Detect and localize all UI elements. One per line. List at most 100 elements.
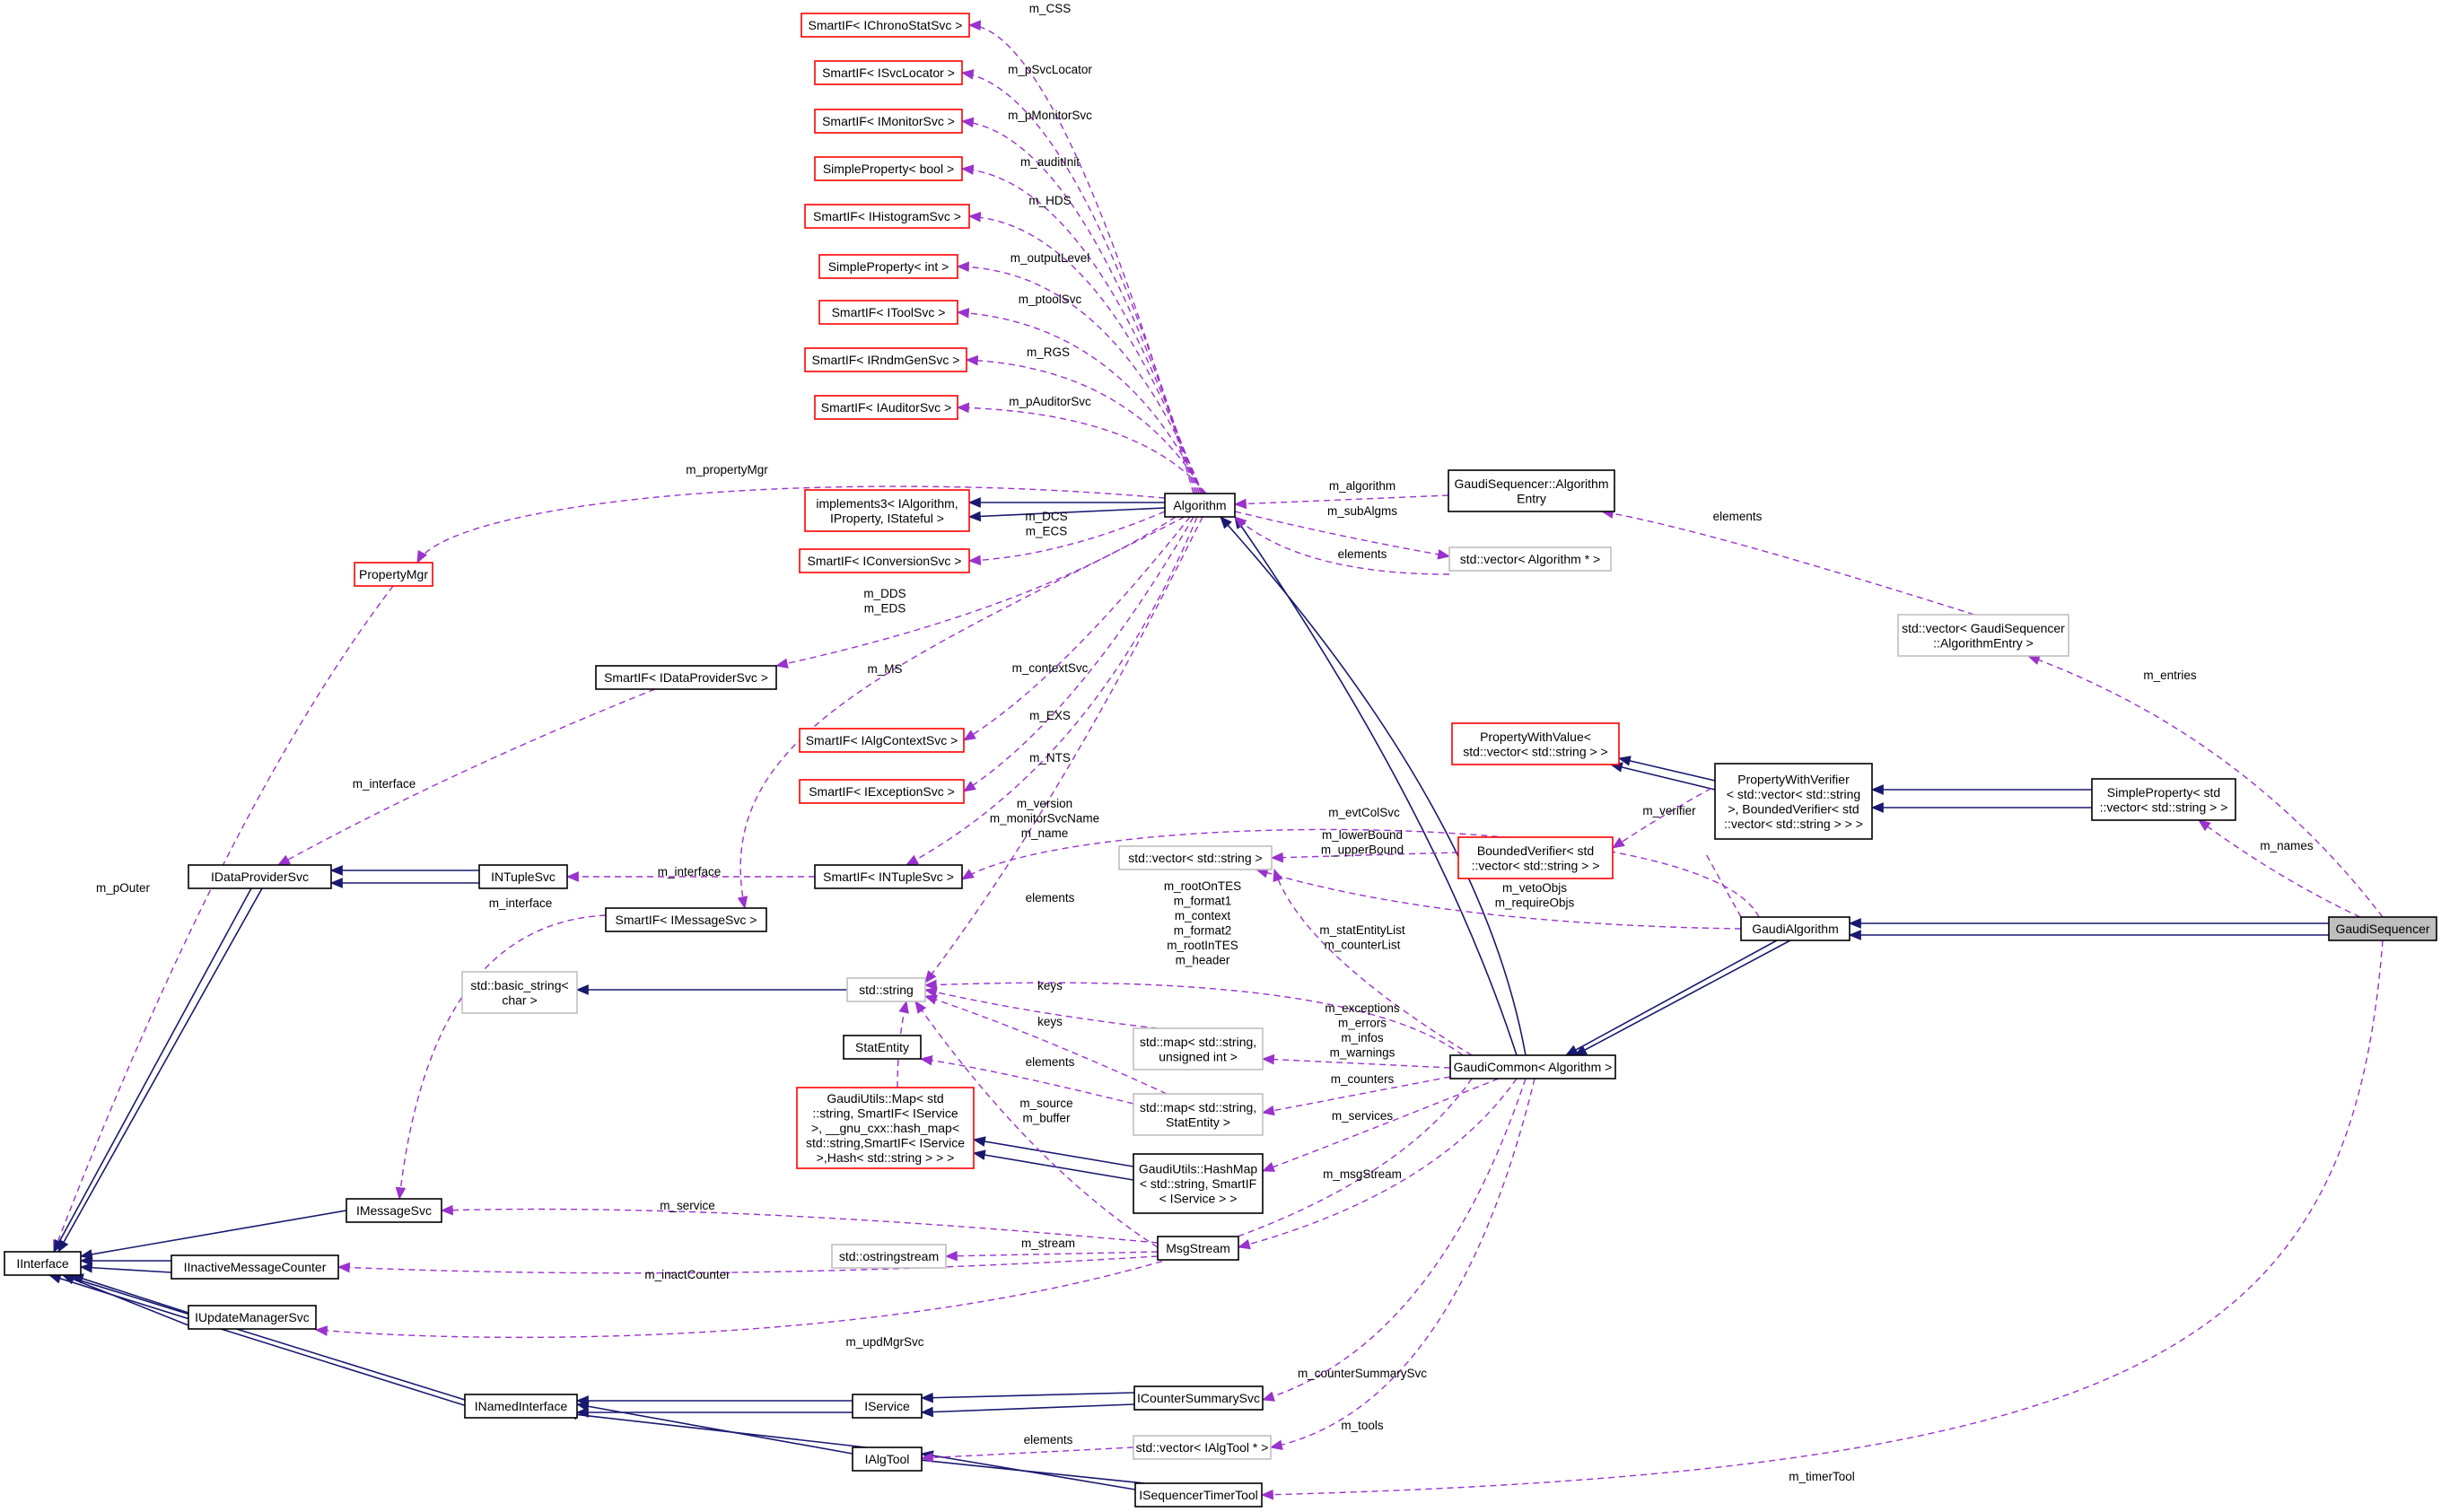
usage-edge-msgstream-stdstring (914, 1001, 1159, 1248)
edge-label-entries: m_entries (2143, 669, 2197, 682)
usage-edge-msgstream-ostrstr (944, 1250, 1159, 1262)
node-boundver[interactable]: BoundedVerifier< std::vector< std::strin… (1457, 836, 1614, 879)
usage-edge-gaudicommon-iupdmgr (314, 1078, 1473, 1339)
node-ialgtool[interactable]: IAlgTool (852, 1446, 923, 1472)
node-svcloc[interactable]: SmartIF< ISvcLocator > (814, 60, 963, 85)
node-histsvc[interactable]: SmartIF< IHistogramSvc > (804, 204, 970, 229)
node-iupdmgr[interactable]: IUpdateManagerSvc (188, 1305, 317, 1330)
node-iservice[interactable]: IService (852, 1394, 923, 1419)
node-sintuple[interactable]: SmartIF< INTupleSvc > (814, 864, 963, 889)
node-msgstream[interactable]: MsgStream (1157, 1236, 1239, 1261)
node-guamap[interactable]: GaudiUtils::Map< std::string, SmartIF< I… (796, 1087, 975, 1169)
edge-label-ctx: m_contextSvc (1012, 661, 1089, 675)
node-imsgsvc[interactable]: IMessageSvc (346, 1198, 442, 1223)
inherit-edge-idp-iinterface-1 (57, 887, 263, 1254)
node-box-gaudialg (1740, 916, 1850, 941)
node-label-gaudiseq: GaudiSequencer (2335, 922, 2429, 936)
node-vecgsae[interactable]: std::vector< GaudiSequencer::AlgorithmEn… (1897, 614, 2069, 657)
node-vecalgptr[interactable]: std::vector< Algorithm * > (1448, 546, 1612, 572)
node-idp[interactable]: IDataProviderSvc (188, 864, 332, 889)
node-label-excsvc: SmartIF< IExceptionSvc > (809, 784, 955, 799)
inherit-edge-pwver-pwv-0 (1617, 756, 1716, 782)
usage-edge-algorithm-spbool (960, 164, 1200, 494)
node-box-impl3 (804, 489, 970, 532)
node-ntuplesvc[interactable]: INTupleSvc (478, 864, 568, 889)
node-gaudicommon[interactable]: GaudiCommon< Algorithm > (1449, 1054, 1616, 1079)
node-icounter[interactable]: ICounterSummarySvc (1133, 1385, 1264, 1411)
usage-edge-gaudialg-verifier (1704, 852, 1742, 918)
node-box-spvec (2091, 778, 2236, 821)
node-statent[interactable]: StatEntity (843, 1035, 922, 1060)
node-box-histsvc (804, 204, 970, 229)
node-propmgr[interactable]: PropertyMgr (354, 562, 433, 587)
node-gaudiseq[interactable]: GaudiSequencer (2328, 916, 2437, 941)
edge-label-keys1: keys (1037, 979, 1063, 992)
node-gaudialg[interactable]: GaudiAlgorithm (1740, 916, 1850, 941)
edge-label-elements1: elements (1026, 891, 1075, 905)
node-sidp[interactable]: SmartIF< IDataProviderSvc > (595, 665, 777, 690)
node-box-auditor (814, 395, 958, 420)
node-box-inactive (171, 1254, 339, 1280)
node-pwver[interactable]: PropertyWithVerifier< std::vector< std::… (1714, 763, 1873, 840)
node-inactive[interactable]: IInactiveMessageCounter (171, 1254, 339, 1280)
node-box-chrono (801, 13, 970, 38)
edge-label-services: m_services (1332, 1109, 1394, 1123)
usage-edge-algorithm-monsvc (960, 117, 1198, 494)
node-box-vecgsae (1897, 614, 2069, 657)
node-box-statent (843, 1035, 922, 1060)
node-vecstr[interactable]: std::vector< std::string > (1118, 845, 1273, 870)
node-label-chrono: SmartIF< IChronoStatSvc > (809, 18, 963, 32)
node-box-spbool (814, 156, 963, 181)
node-spint[interactable]: SimpleProperty< int > (818, 254, 958, 279)
node-vecalgtool[interactable]: std::vector< IAlgTool * > (1133, 1435, 1272, 1460)
edge-label-msgstream: m_msgStream (1323, 1167, 1402, 1181)
node-algctx[interactable]: SmartIF< IAlgContextSvc > (799, 728, 965, 753)
node-iinterface[interactable]: IInterface (4, 1251, 82, 1276)
node-algorithm[interactable]: Algorithm (1164, 493, 1236, 518)
node-rndm[interactable]: SmartIF< IRndmGenSvc > (804, 347, 967, 372)
edge-label-elements2: elements (1026, 1055, 1075, 1069)
edges-layer (48, 20, 2384, 1500)
node-iseqtimer[interactable]: ISequencerTimerTool (1134, 1482, 1263, 1508)
node-box-guamap (796, 1087, 975, 1169)
node-box-algorithm (1164, 493, 1236, 518)
node-mapuint[interactable]: std::map< std::string,unsigned int > (1133, 1027, 1264, 1071)
usage-edge-gaudiseq-iseqtimer (1260, 940, 2384, 1500)
node-excsvc[interactable]: SmartIF< IExceptionSvc > (799, 779, 965, 804)
node-chrono[interactable]: SmartIF< IChronoStatSvc > (801, 13, 970, 38)
node-convsvc[interactable]: SmartIF< IConversionSvc > (799, 548, 970, 573)
node-impl3[interactable]: implements3< IAlgorithm,IProperty, IStat… (804, 489, 970, 532)
usage-edge-gaudicommon-vecalgtool (1269, 1078, 1535, 1451)
node-spvec[interactable]: SimpleProperty< std::vector< std::string… (2091, 778, 2236, 821)
node-monsvc[interactable]: SmartIF< IMonitorSvc > (814, 109, 963, 134)
usage-edge-algorithm-stdstring (924, 516, 1203, 983)
node-toolsvc[interactable]: SmartIF< IToolSvc > (818, 300, 958, 325)
node-ostrstr[interactable]: std::ostringstream (831, 1244, 947, 1269)
inherit-edge-gaudicommon-algorithm-1 (1220, 516, 1527, 1056)
node-stdstring[interactable]: std::string (846, 977, 926, 1002)
node-smsgsvc[interactable]: SmartIF< IMessageSvc > (605, 907, 767, 932)
usage-edge-algorithm-convsvc (967, 511, 1166, 566)
edge-label-timer: m_timerTool (1789, 1470, 1855, 1483)
node-box-hashmap (1133, 1153, 1264, 1214)
node-label-gaudicommon: GaudiCommon< Algorithm > (1454, 1060, 1613, 1074)
node-hashmap[interactable]: GaudiUtils::HashMap< std::string, SmartI… (1133, 1153, 1264, 1214)
node-auditor[interactable]: SmartIF< IAuditorSvc > (814, 395, 958, 420)
usage-edge-gaudialg-sintuple (961, 828, 1760, 918)
edge-labels-layer: m_CSSm_pSvcLocatorm_pMonitorSvcm_auditIn… (96, 2, 2314, 1483)
node-box-mapuint (1133, 1027, 1264, 1071)
node-pwv[interactable]: PropertyWithValue<std::vector< std::stri… (1451, 722, 1620, 765)
node-inamed[interactable]: INamedInterface (464, 1394, 578, 1419)
usage-edge-gaudicommon-stdstring (923, 979, 1464, 1056)
inherit-edge-iupdmgr-iinterface-1 (61, 1274, 198, 1330)
node-basicstr[interactable]: std::basic_string<char > (461, 971, 578, 1014)
node-mapstat[interactable]: std::map< std::string,StatEntity > (1133, 1093, 1264, 1136)
node-spbool[interactable]: SimpleProperty< bool > (814, 156, 963, 181)
